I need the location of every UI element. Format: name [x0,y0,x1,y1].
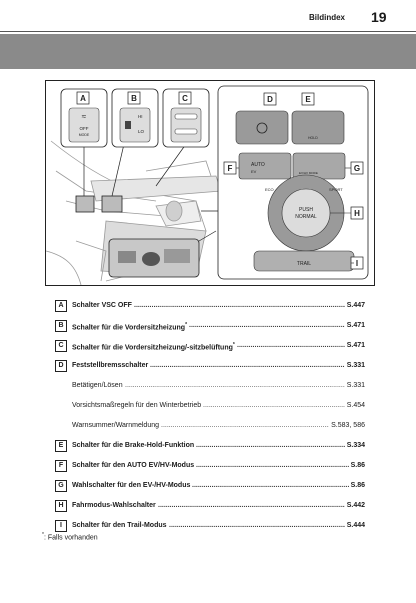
section-title: Bildindex [309,13,346,22]
evhv-text: EV/HV MODE [299,171,318,175]
leader-dots: ........................................… [161,422,329,429]
legend-list: A Schalter VSC OFF.......................… [55,296,365,536]
page-reference[interactable]: S.444 [346,522,365,529]
legend-letter: E [55,440,67,452]
console-illustration: ≈ OFF MODE HI LO HOLD AUTO EV EV/HV MODE… [45,80,375,286]
page-reference[interactable]: S.331 [346,362,365,369]
page-reference[interactable]: S.471 [346,342,365,349]
legend-letter: A [55,300,67,312]
leader-dots: ........................................… [150,362,345,369]
leader-dots: ........................................… [203,402,345,409]
svg-text:≈: ≈ [82,112,87,121]
legend-text: Feststellbremsschalter [72,362,149,369]
legend-row: Warnsummer/Warnmeldung..................… [55,416,365,436]
legend-text: Wahlschalter für den EV-/HV-Modus [72,482,191,489]
hold-text: HOLD [308,136,318,140]
auto-text: AUTO [251,162,265,168]
legend-text: Schalter für den Trail-Modus [72,522,167,529]
auto-ev-switch [238,152,292,180]
legend-letter: F [55,460,67,472]
legend-row: H Fahrmodus-Wahlschalter.................… [55,496,365,516]
page-reference[interactable]: S.583, 586 [331,422,365,429]
sport-text: SPORT [329,187,343,192]
legend-row: G Wahlschalter für den EV-/HV-Modus......… [55,476,365,496]
legend-row: B Schalter für die Vordersitzheizung*....… [55,316,365,336]
page-reference[interactable]: S.447 [346,302,365,309]
legend-row: D Feststellbremsschalter.................… [55,356,365,376]
trail-text: TRAIL [297,261,311,267]
label-c: C [182,94,188,103]
label-b: B [131,94,137,103]
label-g: G [354,164,360,173]
page-reference[interactable]: S.442 [346,502,365,509]
push-text: PUSH [299,207,313,213]
leader-dots: ........................................… [196,462,349,469]
seat-hi-text: HI [138,114,143,119]
ev-text: EV [251,169,257,174]
leader-dots: ........................................… [134,302,345,309]
leader-dots: ........................................… [192,482,349,489]
page-reference[interactable]: S.454 [346,402,365,409]
label-a: A [80,94,86,103]
legend-text: Vorsichtsmaßregeln für den Winterbetrieb [72,402,202,409]
legend-row: C Schalter für die Vordersitzheizung/-sit… [55,336,365,356]
legend-text: Schalter für den AUTO EV/HV-Modus [72,462,195,469]
legend-row: Betätigen/Lösen.........................… [55,376,365,396]
vsc-off-text: OFF [80,126,89,131]
legend-row: F Schalter für den AUTO EV/HV-Modus......… [55,456,365,476]
page-number: 19 [371,9,387,25]
page-reference[interactable]: S.334 [346,442,365,449]
vsc-mode-text: MODE [79,133,90,137]
legend-letter: D [55,360,67,372]
legend-text: Schalter für die Vordersitzheizung* [72,322,188,332]
page-reference[interactable]: S.471 [346,322,365,329]
header-rule [0,31,416,32]
seat-lo-text: LO [138,129,145,134]
legend-letter: I [55,520,67,532]
legend-text: Schalter VSC OFF [72,302,132,309]
label-d: D [267,95,273,104]
parking-brake-switch [235,110,289,145]
footnote: *: Falls vorhanden [42,532,98,541]
label-f: F [228,164,233,173]
gray-banner [0,34,416,69]
label-i: I [356,259,358,268]
legend-text: Schalter für die Brake-Hold-Funktion [72,442,195,449]
brake-hold-switch [291,110,345,145]
legend-row: A Schalter VSC OFF.......................… [55,296,365,316]
illustration-svg: ≈ OFF MODE HI LO HOLD AUTO EV EV/HV MODE… [46,85,369,285]
leader-dots: ........................................… [125,382,345,389]
label-e: E [305,95,311,104]
leader-dots: ........................................… [189,322,345,329]
legend-letter: B [55,320,67,332]
footnote-mark: * [42,532,44,538]
legend-letter: G [55,480,67,492]
legend-text: Fahrmodus-Wahlschalter [72,502,156,509]
leader-dots: ........................................… [158,502,345,509]
legend-text: Betätigen/Lösen [72,382,123,389]
normal-text: NORMAL [295,214,317,220]
page-reference[interactable]: S.86 [350,462,365,469]
leader-dots: ........................................… [196,442,345,449]
legend-text: Schalter für die Vordersitzheizung/-sitz… [72,342,235,352]
legend-letter: H [55,500,67,512]
eco-text: ECO [265,187,274,192]
legend-letter: C [55,340,67,352]
page-reference[interactable]: S.86 [350,482,365,489]
legend-text: Warnsummer/Warnmeldung [72,422,160,429]
legend-row: Vorsichtsmaßregeln für den Winterbetrieb… [55,396,365,416]
page-reference[interactable]: S.331 [346,382,365,389]
leader-dots: ........................................… [169,522,345,529]
leader-dots: ........................................… [237,342,345,349]
label-h: H [354,209,360,218]
legend-row: E Schalter für die Brake-Hold-Funktion...… [55,436,365,456]
footnote-text: : Falls vorhanden [43,534,98,542]
legend-row: I Schalter für den Trail-Modus...........… [55,516,365,536]
